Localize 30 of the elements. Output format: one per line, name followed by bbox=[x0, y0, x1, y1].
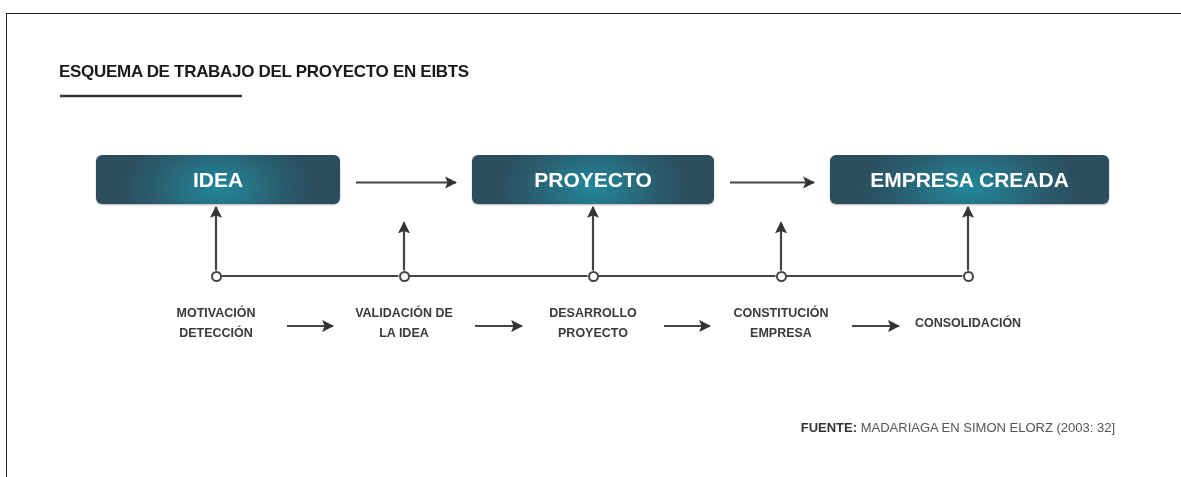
timeline-line bbox=[598, 274, 776, 278]
arrow bbox=[475, 319, 524, 333]
arrow bbox=[287, 319, 335, 333]
arrow bbox=[586, 205, 600, 271]
phase-label: CONSTITUCIÓN EMPRESA bbox=[726, 303, 836, 343]
arrow bbox=[852, 319, 901, 333]
timeline-point bbox=[775, 270, 787, 282]
stage-box: PROYECTO bbox=[472, 155, 714, 204]
diagram-title: ESQUEMA DE TRABAJO DEL PROYECTO EN EIBTS bbox=[59, 62, 469, 82]
arrow bbox=[356, 176, 458, 189]
arrow bbox=[961, 205, 975, 271]
arrow bbox=[209, 205, 223, 271]
timeline-point bbox=[398, 270, 410, 282]
timeline-line bbox=[409, 274, 588, 278]
timeline-line bbox=[221, 274, 399, 278]
source-caption: FUENTE: MADARIAGA EN SIMON ELORZ (2003: 32] bbox=[800, 420, 1115, 435]
timeline-line bbox=[786, 274, 963, 278]
arrow bbox=[664, 319, 712, 333]
phase-label: MOTIVACIÓN DETECCIÓN bbox=[161, 303, 271, 343]
arrow bbox=[397, 221, 411, 271]
timeline-point bbox=[962, 270, 974, 282]
timeline-point bbox=[210, 270, 222, 282]
phase-label: DESARROLLO PROYECTO bbox=[538, 303, 648, 343]
stage-box: IDEA bbox=[96, 155, 340, 204]
arrow bbox=[730, 176, 816, 189]
phase-label: CONSOLIDACIÓN bbox=[914, 313, 1022, 333]
stage-box: EMPRESA CREADA bbox=[830, 155, 1109, 204]
timeline-point bbox=[587, 270, 599, 282]
phase-label: VALIDACIÓN DE LA IDEA bbox=[349, 303, 459, 343]
arrow bbox=[774, 221, 788, 271]
